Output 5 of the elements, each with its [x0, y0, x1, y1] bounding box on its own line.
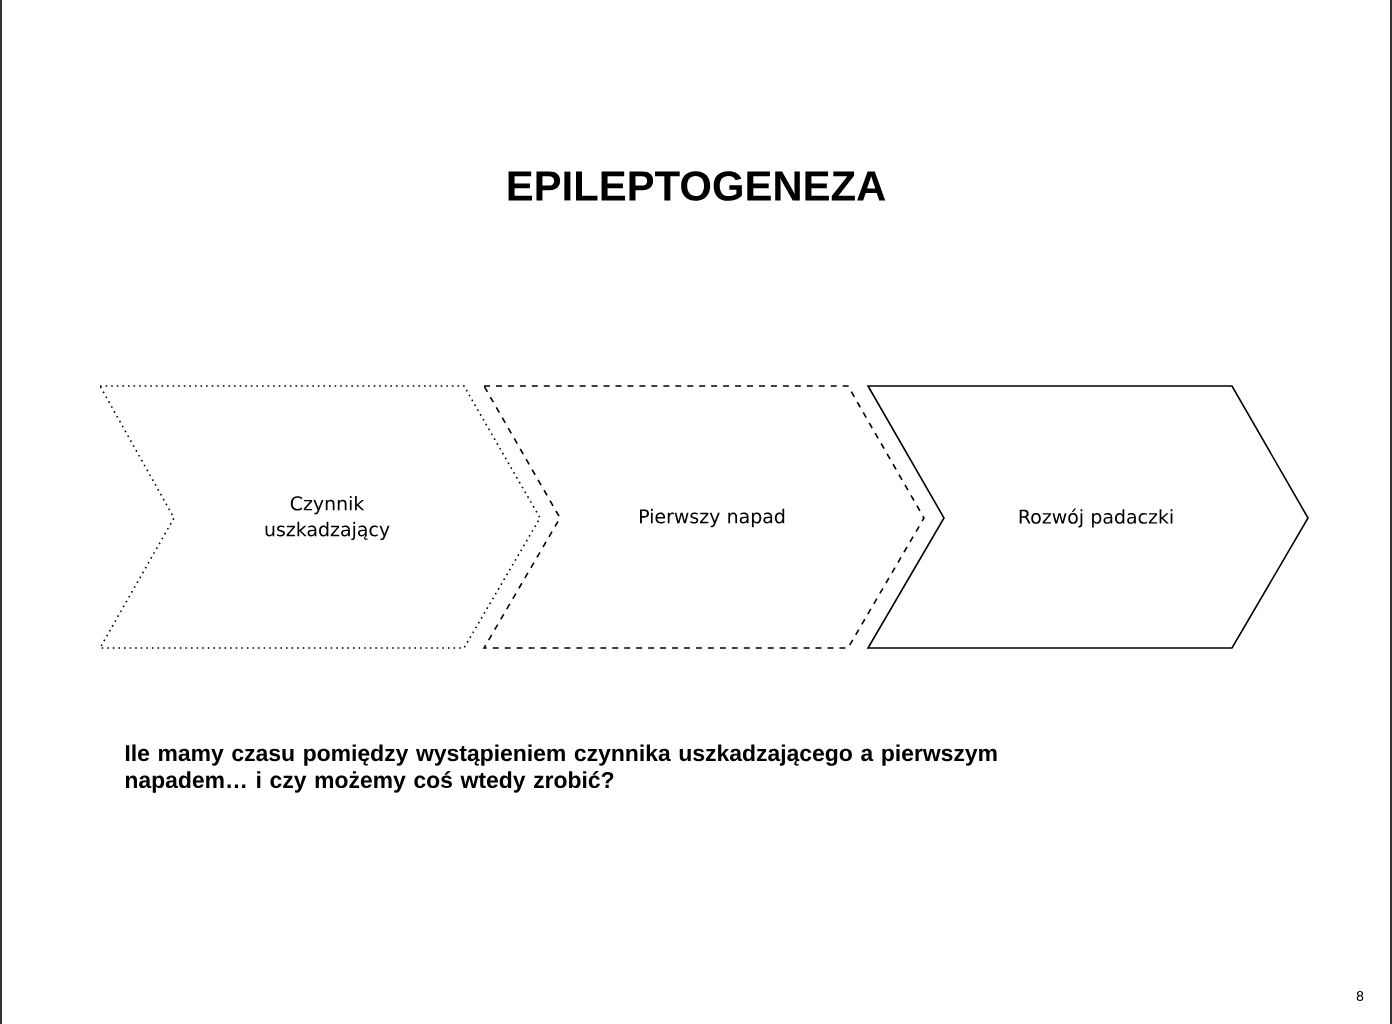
chevron-box: Pierwszy napad	[482, 385, 925, 649]
chevron-box: Czynnik uszkadzający	[98, 385, 541, 649]
slide-title: EPILEPTOGENEZA	[508, 171, 886, 201]
question-text: Ile mamy czasu pomiędzy wystąpieniem czynnika uszkadzającego a pierwszym napadem… i czy możemy coś wtedy zrobić?	[125, 744, 997, 793]
chevron-box: Rozwój padaczki	[866, 385, 1309, 649]
